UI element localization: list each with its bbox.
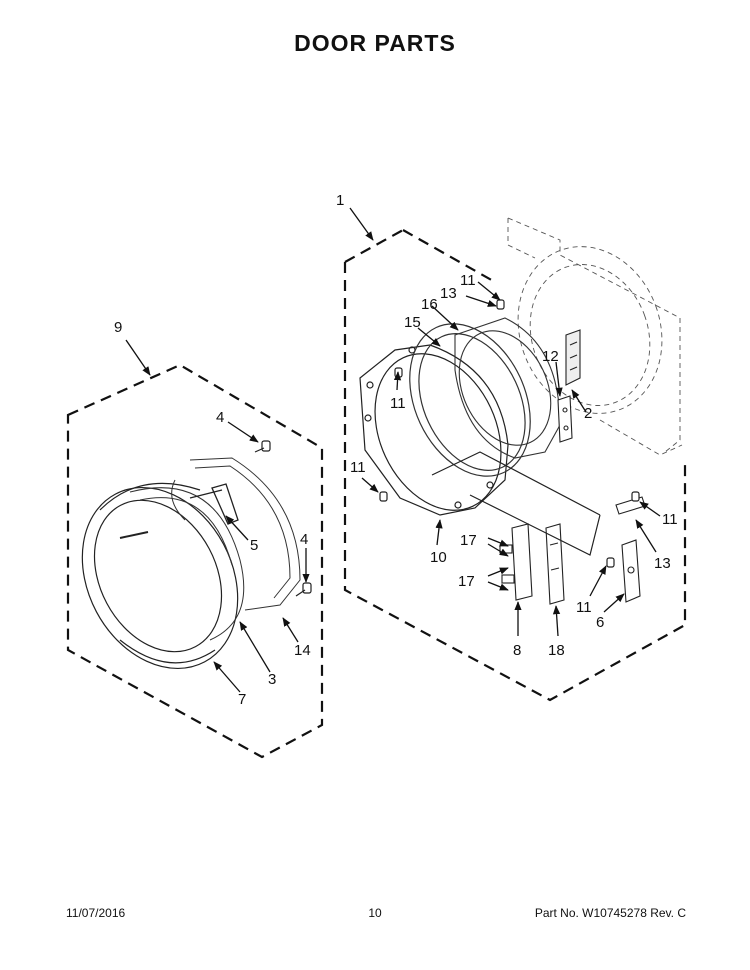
latch-part-2 bbox=[565, 329, 581, 386]
callout-7: 7 bbox=[238, 691, 246, 708]
callout-4a: 4 bbox=[216, 409, 224, 426]
callout-15: 15 bbox=[404, 314, 421, 331]
footer-date: 11/07/2016 bbox=[66, 906, 126, 920]
hinge-part-6 bbox=[621, 539, 641, 603]
page-title: DOOR PARTS bbox=[294, 30, 456, 56]
assembly-1-boundary bbox=[343, 229, 687, 702]
assembly-9-boundary bbox=[66, 363, 324, 759]
callout-11b: 11 bbox=[390, 395, 406, 412]
screw-4b-icon bbox=[295, 582, 312, 597]
assembly-guide-lines bbox=[431, 451, 601, 556]
inner-door-frame bbox=[171, 457, 301, 611]
callout-11d: 11 bbox=[662, 511, 678, 528]
footer-page: 10 bbox=[368, 906, 382, 920]
callout-18: 18 bbox=[548, 642, 565, 659]
outer-door-frame bbox=[81, 482, 239, 670]
callout-3: 3 bbox=[268, 671, 276, 688]
callout-12: 12 bbox=[542, 348, 559, 365]
callout-13b: 13 bbox=[654, 555, 671, 572]
door-gasket-part-15 bbox=[409, 323, 531, 477]
callout-9: 9 bbox=[114, 319, 122, 336]
callout-10: 10 bbox=[430, 549, 447, 566]
callout-1: 1 bbox=[336, 192, 344, 209]
callout-17a: 17 bbox=[460, 532, 477, 549]
callout-17b: 17 bbox=[458, 573, 475, 590]
callout-16: 16 bbox=[421, 296, 438, 313]
callout-14: 14 bbox=[294, 642, 311, 659]
bracket-part-12 bbox=[557, 395, 573, 443]
callout-11a: 11 bbox=[460, 272, 476, 289]
strike-part-13 bbox=[615, 496, 646, 515]
callout-11c: 11 bbox=[350, 459, 366, 476]
door-ring-part-10 bbox=[359, 344, 509, 516]
callout-11e: 11 bbox=[576, 599, 592, 616]
screw-4a-icon bbox=[254, 440, 271, 453]
callout-4b: 4 bbox=[300, 531, 308, 548]
callout-13a: 13 bbox=[440, 285, 457, 302]
callout-6: 6 bbox=[596, 614, 604, 631]
hinge-part-18 bbox=[545, 523, 565, 605]
door-glass-part-16 bbox=[454, 317, 561, 459]
leader-arrows bbox=[125, 207, 661, 693]
callout-2: 2 bbox=[584, 405, 592, 422]
cabinet-outline bbox=[507, 217, 683, 456]
hinge-part-5 bbox=[189, 483, 239, 525]
callout-8: 8 bbox=[513, 642, 521, 659]
screw-icons bbox=[379, 299, 640, 568]
door-trim-ring bbox=[129, 487, 245, 641]
footer-part-no: Part No. W10745278 Rev. C bbox=[534, 906, 686, 920]
callout-5: 5 bbox=[250, 537, 258, 554]
